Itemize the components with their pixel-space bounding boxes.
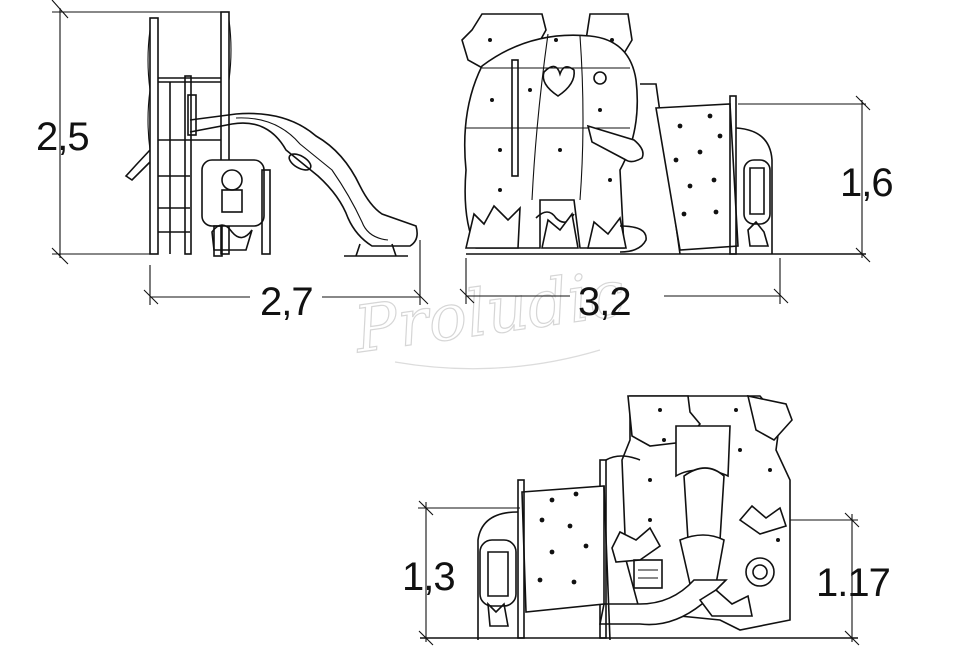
rear-bolts — [648, 408, 780, 542]
rear-right-height-label: 1.17 — [816, 561, 890, 605]
rear-elephant — [599, 394, 793, 639]
rear-left-height-dimension: 1,3 — [402, 500, 520, 646]
side-width-label: 2,7 — [260, 280, 313, 324]
front-height-label: 1,6 — [840, 161, 893, 205]
front-view: 1,6 3,2 — [459, 13, 894, 324]
front-height-dimension: 1,6 — [738, 95, 894, 263]
side-width-dimension: 2,7 — [143, 240, 429, 324]
side-height-dimension: 2,5 — [36, 0, 225, 265]
rear-left-height-label: 1,3 — [402, 555, 455, 599]
front-climbing-wall — [640, 83, 773, 255]
rear-right-height-dimension: 1.17 — [790, 512, 891, 646]
front-elephant — [461, 13, 647, 253]
rear-view: 1,3 1.17 — [402, 394, 891, 646]
front-width-dimension: 3,2 — [459, 258, 789, 324]
rear-climbing-wall — [477, 479, 611, 641]
front-width-label: 3,2 — [578, 280, 631, 324]
side-structure — [124, 11, 418, 257]
front-bolts — [488, 38, 614, 192]
side-height-label: 2,5 — [36, 115, 89, 159]
side-view: 2,5 2,7 — [36, 0, 429, 324]
